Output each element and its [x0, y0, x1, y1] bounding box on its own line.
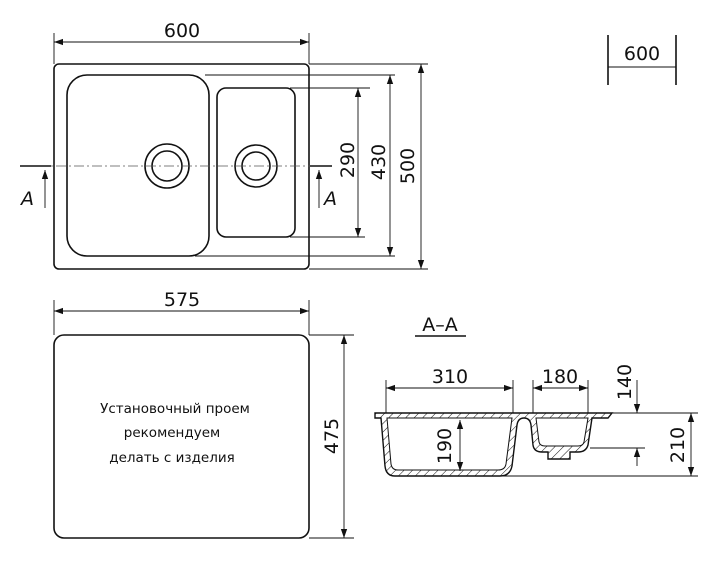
section-title: A–A — [422, 314, 458, 336]
dim-cutout-width: 575 — [164, 289, 200, 311]
section-label-right: A — [322, 188, 337, 210]
dim-total-depth: 210 — [667, 427, 689, 463]
section-label-left: A — [19, 188, 34, 210]
dim-large-bowl-depth: 190 — [434, 428, 456, 464]
section-view: A–A 310 180 190 140 210 — [374, 314, 698, 477]
dim-small-bowl-depth: 140 — [614, 364, 636, 400]
sink-outline — [53, 63, 310, 270]
note-line-1: Установочный проем — [100, 401, 250, 417]
dim-small-bowl-width: 180 — [542, 366, 578, 388]
top-view: A A 600 290 430 500 — [19, 20, 428, 270]
dim-large-bowl: 430 — [368, 144, 390, 180]
dim-large-bowl-width: 310 — [432, 366, 468, 388]
cabinet-width: 600 — [624, 43, 660, 65]
cutout-outline — [53, 334, 310, 539]
dim-small-bowl: 290 — [337, 142, 359, 178]
note-line-2: рекомендуем — [124, 425, 220, 441]
cutout-view: 575 475 Установочный проем рекомендуем д… — [53, 289, 354, 539]
small-bowl — [216, 87, 296, 238]
note-line-3: делать с изделия — [109, 450, 234, 466]
cabinet-width-label: 600 — [607, 35, 677, 85]
dim-height: 500 — [397, 148, 419, 184]
dim-cutout-height: 475 — [321, 418, 343, 454]
large-bowl — [66, 74, 210, 257]
dim-width: 600 — [164, 20, 200, 42]
